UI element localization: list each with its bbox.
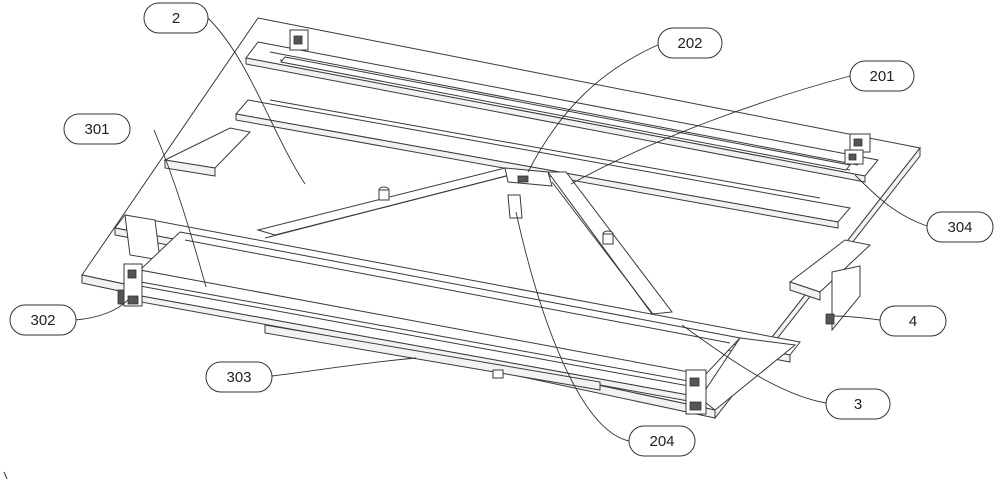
callout-4-label: 4 — [909, 313, 917, 330]
cross-bracket — [256, 167, 673, 319]
rear-right-block — [844, 133, 871, 165]
front-frame — [114, 214, 801, 411]
front-right-block — [685, 369, 707, 415]
callout-303-label: 303 — [226, 369, 251, 386]
callout-201: 201 — [849, 60, 915, 92]
callout-304-label: 304 — [947, 219, 972, 236]
callout-2: 2 — [143, 2, 209, 34]
rear-rail — [245, 41, 879, 183]
right-front-tab — [788, 239, 872, 301]
callout-202-label: 202 — [677, 35, 702, 52]
callout-303: 303 — [205, 361, 273, 393]
callout-302: 302 — [9, 304, 77, 336]
callout-3: 3 — [825, 388, 891, 420]
callout-2-label: 2 — [172, 10, 180, 27]
callout-201-label: 201 — [869, 68, 894, 85]
callout-204-label: 204 — [649, 433, 674, 450]
callout-301: 301 — [63, 113, 131, 145]
left-back-tab — [163, 127, 251, 177]
callout-301-label: 301 — [84, 121, 109, 138]
callout-3-label: 3 — [854, 396, 862, 413]
callout-302-label: 302 — [30, 312, 55, 329]
underside-rail — [264, 324, 601, 391]
rear-left-block — [289, 29, 309, 51]
callout-204: 204 — [628, 425, 696, 457]
callout-304: 304 — [926, 211, 994, 243]
leader-lines — [74, 17, 928, 442]
gear-rack — [117, 263, 143, 307]
callout-4: 4 — [879, 305, 947, 337]
callout-202: 202 — [657, 27, 723, 59]
side-rail — [825, 265, 861, 332]
